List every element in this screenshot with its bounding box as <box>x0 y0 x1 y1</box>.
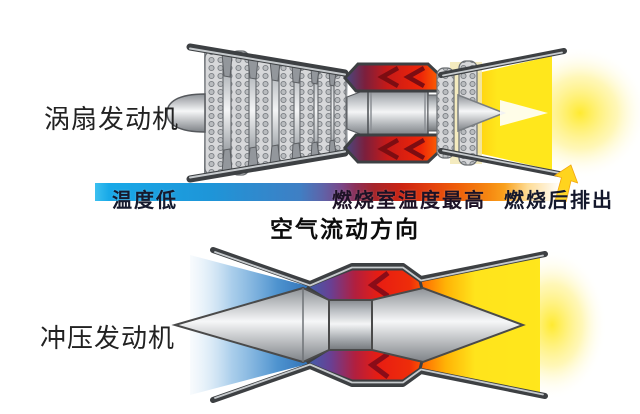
bar-label-exhaust-out: 燃烧后排出 <box>504 190 614 212</box>
ramjet-center-drum <box>328 299 373 351</box>
exhaust-up-arrow-icon <box>553 164 578 202</box>
turbofan-spinner <box>166 93 206 133</box>
flame-holder-chevrons <box>367 271 390 379</box>
flame-holder-chevrons <box>377 66 426 160</box>
turbofan-casing <box>186 43 349 183</box>
ramjet-casing <box>210 247 548 403</box>
turbofan-center-drum <box>367 88 429 138</box>
temperature-gradient-bar <box>95 183 560 201</box>
ramjet-label: 冲压发动机 <box>40 324 176 353</box>
turbofan-label: 涡扇发动机 <box>44 105 180 134</box>
turbofan-diagram <box>166 43 640 183</box>
turbofan-shaft-taper <box>346 88 369 138</box>
air-flow-direction-label: 空气流动方向 <box>270 216 420 242</box>
turbofan-stator-vanes <box>221 52 337 174</box>
turbofan-nozzle-walls <box>438 48 567 178</box>
ramjet-diagram <box>171 247 607 403</box>
bar-label-low-temperature: 温度低 <box>112 190 178 212</box>
turbofan-combustor <box>342 62 448 164</box>
turbofan-tail-cone <box>457 93 507 133</box>
bar-label-combustion-highest: 燃烧室温度最高 <box>332 190 486 212</box>
ramjet-tail-cone <box>371 286 526 364</box>
turbofan-exhaust-core <box>500 100 548 126</box>
